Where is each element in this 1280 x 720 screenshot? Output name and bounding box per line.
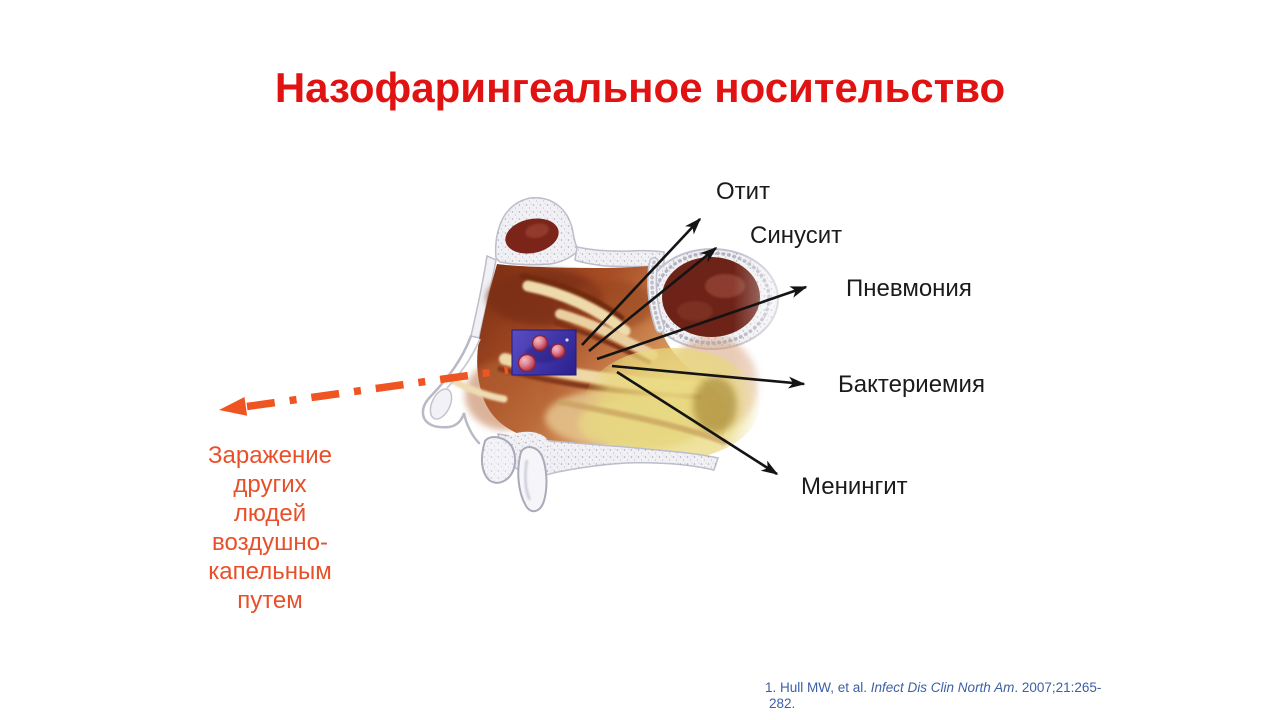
label-pneumonia: Пневмония [846, 275, 972, 302]
label-otitis: Отит [716, 178, 771, 205]
nasal-anatomy-illustration [421, 196, 779, 513]
nostril-cartilage [429, 388, 453, 420]
tooth [517, 446, 548, 513]
arrow-to-meningitis [616, 370, 779, 476]
arrow-to-bacteremia [611, 364, 806, 389]
superior-turbinate [522, 280, 631, 337]
slide-title: Назофарингеальное носительство [274, 64, 1006, 111]
transmission-arrowhead [219, 397, 248, 416]
citation: 1. Hull MW, et al. Infect Dis Clin North… [765, 680, 1145, 711]
pneumococcus [517, 353, 537, 373]
bacteria-inset [511, 329, 577, 376]
citation-prefix: 1. Hull MW, et al. [765, 680, 871, 695]
citation-suffix: . 2007;21:265- [1014, 680, 1102, 695]
arrow-to-pneumonia [596, 285, 808, 361]
transmission-note: Заражение других людей воздушно- капельн… [208, 442, 332, 614]
citation-journal: Infect Dis Clin North Am [870, 680, 1015, 695]
bottom-fade [548, 468, 848, 580]
label-bacteremia: Бактериемия [838, 371, 985, 398]
frontal-sinus [505, 218, 559, 254]
citation-line1: 1. Hull MW, et al. Infect Dis Clin North… [765, 680, 1145, 696]
complication-arrows [581, 217, 808, 476]
pneumococcus [550, 343, 566, 359]
label-meningitis: Менингит [801, 473, 908, 500]
transmission-arrow [219, 366, 509, 416]
arrow-to-otitis [581, 217, 702, 346]
arrow-to-sinusitis [588, 246, 718, 353]
label-sinusitis: Синусит [750, 222, 843, 249]
pneumococcus [531, 334, 549, 352]
nose-skin-contour [421, 334, 481, 445]
citation-line2: 282. [769, 695, 796, 711]
